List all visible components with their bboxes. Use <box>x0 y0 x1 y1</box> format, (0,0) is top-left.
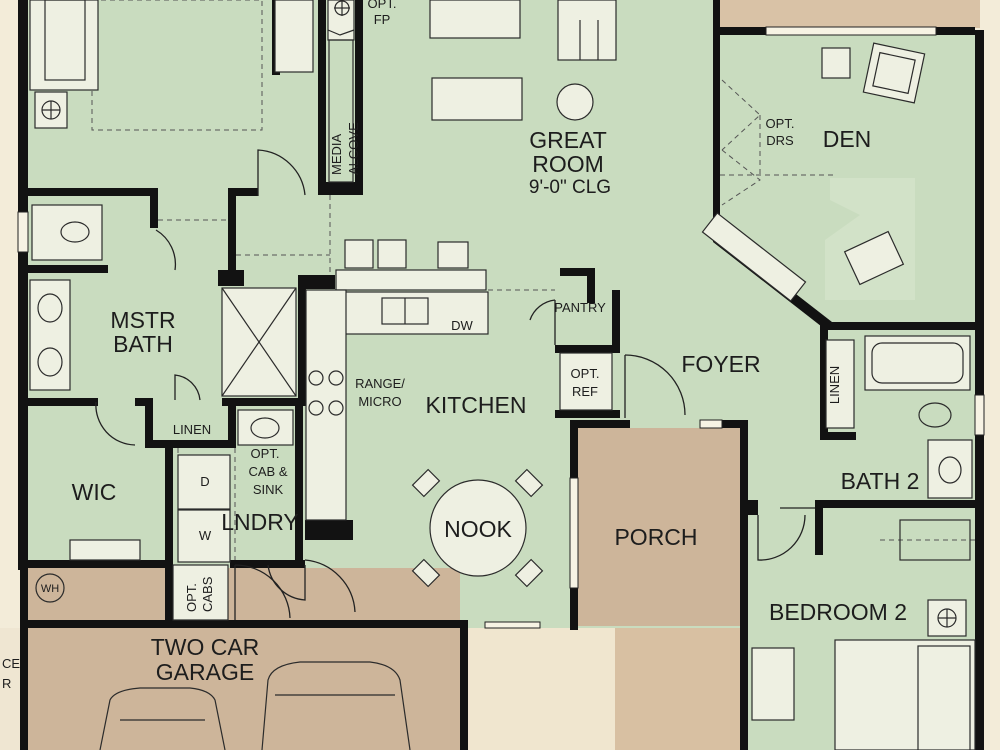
dw-label: DW <box>451 318 473 333</box>
mstr-bath-line2: BATH <box>113 331 173 357</box>
den-furniture <box>821 42 926 286</box>
linen-bath-label: LINEN <box>827 366 842 404</box>
range-micro-line1: RANGE/ <box>355 376 405 391</box>
wic-label: WIC <box>72 479 117 505</box>
water-heater <box>35 573 65 603</box>
windows <box>17 26 985 629</box>
opt-drs-line1: OPT. <box>766 116 795 131</box>
linen-hall-label: LINEN <box>173 422 211 437</box>
nook-table <box>411 468 544 588</box>
opt-cab-sink-line3: SINK <box>253 482 284 497</box>
laundry-label: LNDRY <box>221 509 299 535</box>
door-swings <box>95 149 855 620</box>
bedroom-2-label: BEDROOM 2 <box>769 599 907 625</box>
master-bath-fixtures <box>29 204 297 397</box>
porch-label: PORCH <box>614 524 697 550</box>
edge-partial-line1: CE <box>2 656 20 671</box>
kitchen-label: KITCHEN <box>426 392 527 418</box>
great-room-label-line2: ROOM <box>532 151 604 177</box>
great-room-label-line1: GREAT <box>529 127 607 153</box>
driveway-left <box>460 628 615 750</box>
garage-cars <box>99 661 411 750</box>
master-bed <box>29 0 314 129</box>
range-micro-line2: MICRO <box>358 394 401 409</box>
nook-label: NOOK <box>444 516 512 542</box>
garage-label-line1: TWO CAR <box>151 634 260 660</box>
opt-cab-sink-line2: CAB & <box>248 464 287 479</box>
washer-label: W <box>199 528 212 543</box>
opt-cabs-line2: CABS <box>200 576 215 612</box>
den-label: DEN <box>823 126 872 152</box>
foyer-label: FOYER <box>681 351 760 377</box>
opt-cab-sink-line1: OPT. <box>251 446 280 461</box>
great-room-furniture <box>429 0 617 121</box>
media-alcove-line1: MEDIA <box>329 134 344 176</box>
great-room-ceiling: 9'-0" CLG <box>529 177 611 198</box>
opt-cabs-line1: OPT. <box>184 583 199 612</box>
garage-floor <box>28 568 460 750</box>
wh-label: WH <box>41 583 59 595</box>
garage-label-line2: GARAGE <box>156 659 254 685</box>
bath-2-label: BATH 2 <box>841 468 920 494</box>
bedroom-2-furniture <box>751 519 976 750</box>
opt-fp-line2: FP <box>374 12 391 27</box>
fireplace <box>327 0 355 183</box>
dryer-label: D <box>200 474 209 489</box>
mstr-bath-line1: MSTR <box>110 307 175 333</box>
media-alcove-line2: ALCOVE <box>346 122 361 175</box>
den-furniture-zone <box>825 178 915 300</box>
opt-ref-line1: OPT. <box>571 366 600 381</box>
foyer-bench <box>701 212 807 302</box>
porch-floor <box>578 428 740 626</box>
kitchen-counters <box>237 239 613 521</box>
walls <box>18 0 984 750</box>
opt-drs-line2: DRS <box>766 133 794 148</box>
edge-partial-line2: R <box>2 676 11 691</box>
wic-shelf <box>69 539 141 561</box>
driveway-right <box>615 628 745 750</box>
opt-ref-line2: REF <box>572 384 598 399</box>
pantry-label: PANTRY <box>554 300 606 315</box>
bath-2-fixtures <box>864 335 973 499</box>
opt-doors-swing <box>721 79 761 206</box>
top-exterior-strip <box>720 0 980 28</box>
room-labels: GREAT ROOM 9'-0" CLG DEN OPT. DRS OPT. F… <box>2 0 919 691</box>
opt-fp-line1: OPT. <box>368 0 397 11</box>
laundry-fixtures <box>172 454 231 621</box>
